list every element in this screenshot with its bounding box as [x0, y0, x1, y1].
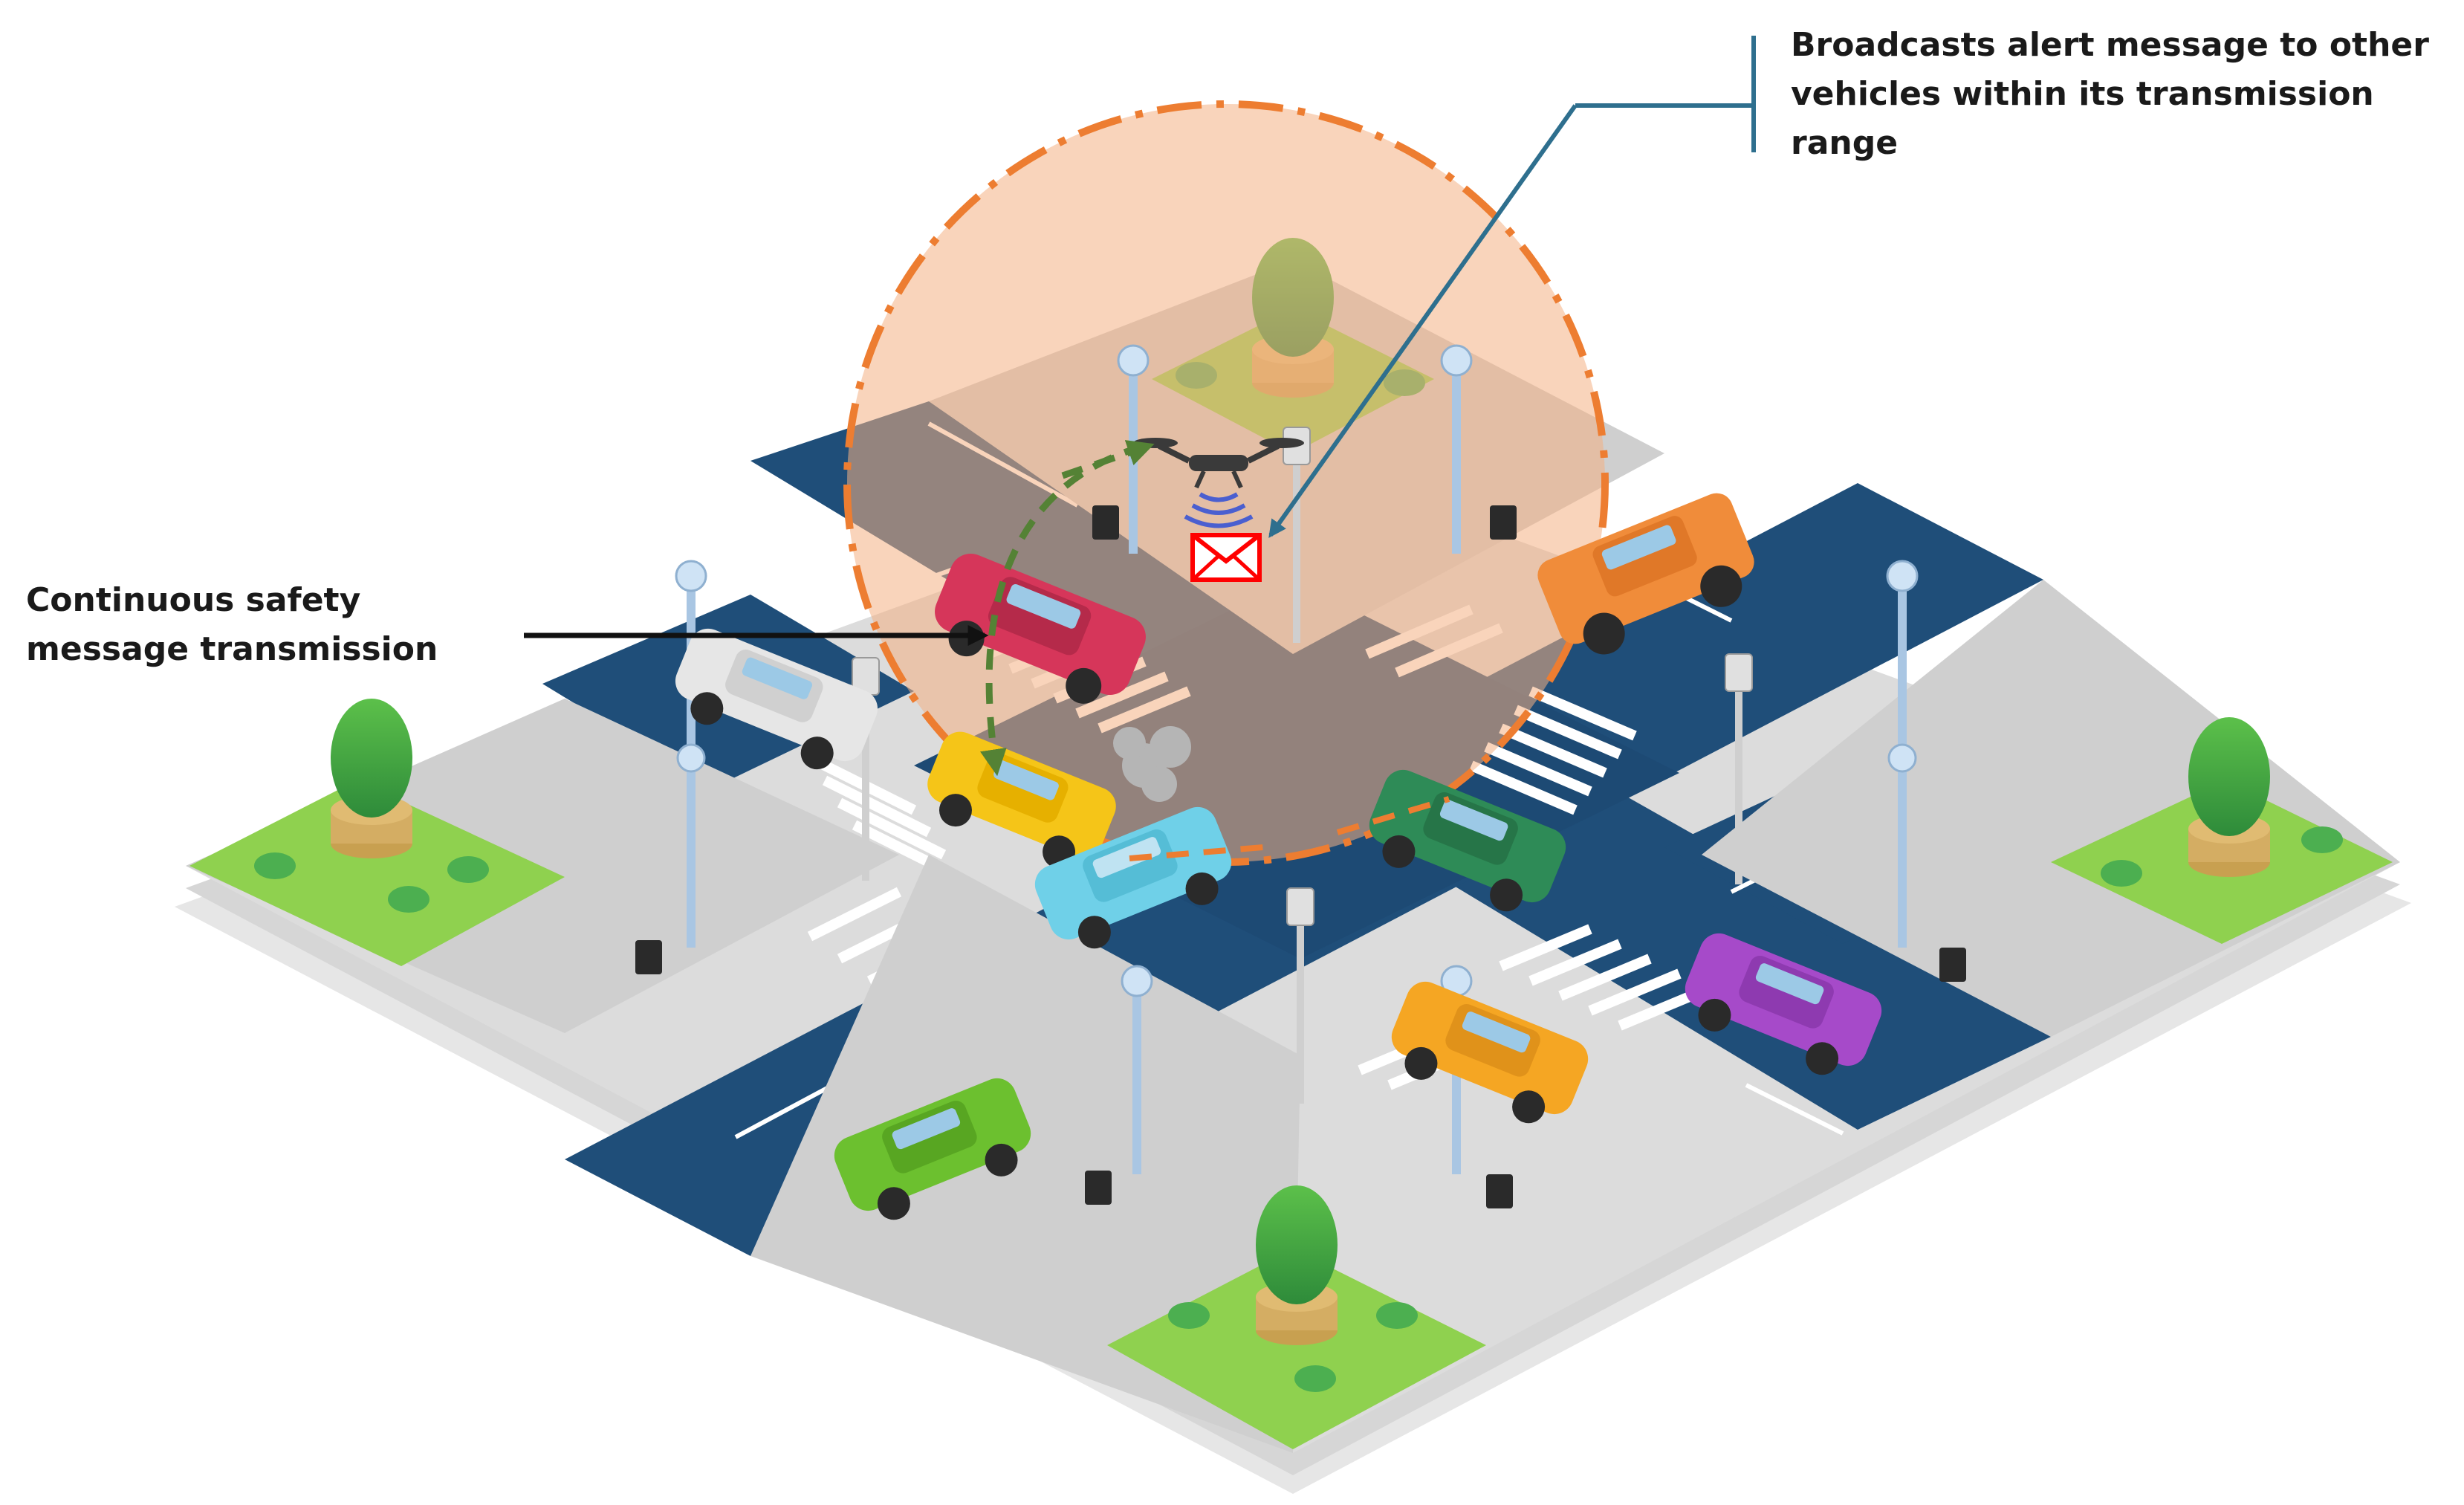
tree-icon — [331, 699, 412, 858]
range-fill — [847, 104, 1605, 862]
sidewalk-west — [186, 699, 899, 1033]
grass-west — [189, 780, 565, 966]
callout-line: vehicles within its transmission — [1791, 75, 2374, 113]
envelope-icon — [1190, 533, 1262, 582]
trash-bin-icon — [635, 940, 662, 974]
traffic-lights — [852, 427, 1753, 1104]
traffic-light-icon — [1725, 653, 1753, 884]
car-icon — [927, 731, 1116, 869]
callout-line: range — [1791, 124, 1899, 162]
sidewalk-south — [750, 855, 1300, 1453]
trash-bin-icon — [1092, 505, 1119, 540]
street-lamp-icon — [1117, 344, 1150, 554]
street-lamp-icon — [1440, 344, 1473, 554]
transmission-links — [1129, 796, 1450, 861]
transmission-link — [1129, 844, 1264, 861]
transmission-link — [1336, 796, 1450, 835]
continuous-callout-text: Continuous safety message transmission — [26, 576, 531, 674]
car-icon — [1537, 493, 1754, 655]
trash-bin-icon — [1486, 1174, 1513, 1208]
trash-bin-icon — [1490, 505, 1517, 540]
bush — [447, 856, 489, 883]
traffic-light-icon — [1286, 887, 1314, 1104]
broadcast-callout-connector — [1268, 36, 1756, 538]
wifi-signal-icon — [1184, 492, 1254, 528]
trash-bins — [635, 505, 1966, 1208]
continuous-message-path-head — [1061, 440, 1155, 479]
callout-line: Continuous safety — [26, 581, 361, 619]
bush — [2101, 860, 2142, 887]
car-icon — [1685, 933, 1882, 1075]
broadcast-arrow — [1268, 104, 1578, 538]
bush — [1294, 1365, 1336, 1392]
car-icon — [1391, 981, 1589, 1124]
car-icon — [675, 628, 878, 770]
car-icon — [935, 554, 1146, 704]
broadcast-callout-text: Broadcasts alert message to other vehicl… — [1791, 21, 2445, 168]
callout-line: Broadcasts alert message to other — [1791, 26, 2429, 64]
bush — [1376, 1302, 1418, 1329]
bush — [1168, 1302, 1210, 1329]
trash-bin-icon — [1085, 1171, 1112, 1205]
bush — [2301, 826, 2343, 853]
bush — [388, 886, 429, 913]
crash-smoke — [1113, 726, 1191, 802]
street-lamp-icon — [1121, 965, 1153, 1174]
vehicles — [675, 493, 1882, 1220]
car-icon — [1034, 806, 1232, 949]
tree-icon — [2188, 717, 2270, 877]
car-icon — [834, 1078, 1031, 1220]
grass-south — [1107, 1249, 1486, 1449]
street-lamp-icon — [1886, 560, 1919, 948]
trash-bin-icon — [1939, 948, 1966, 982]
tree-icon — [1256, 1185, 1338, 1345]
bush — [254, 852, 296, 879]
callout-line: message transmission — [26, 630, 438, 668]
car-icon — [1369, 769, 1566, 912]
